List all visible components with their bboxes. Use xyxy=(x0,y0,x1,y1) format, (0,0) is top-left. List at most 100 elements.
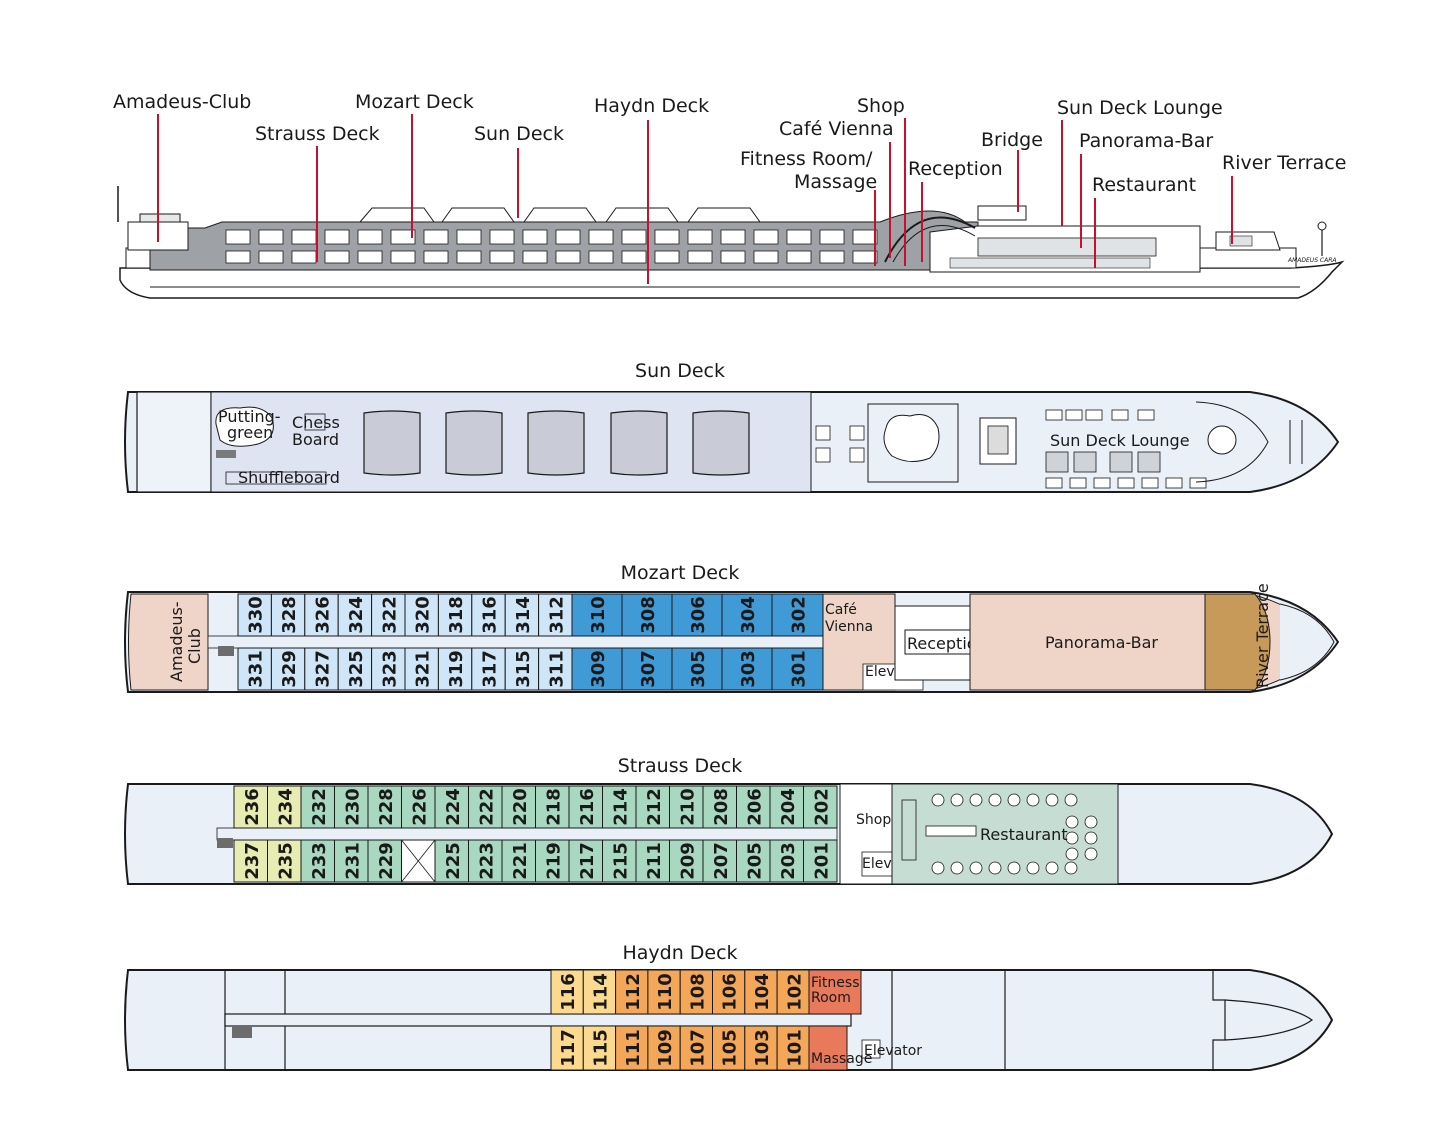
lounge-table xyxy=(1085,409,1103,421)
profile-window xyxy=(819,250,845,264)
cabin-224 xyxy=(434,785,469,829)
profile-window xyxy=(720,250,746,264)
lounge-table xyxy=(1111,409,1129,421)
cabin-232 xyxy=(300,785,335,829)
cabin-number: 236 xyxy=(242,788,263,826)
profile-window xyxy=(423,250,449,264)
lounge-table xyxy=(1165,477,1183,489)
restaurant-table xyxy=(1045,793,1059,807)
cabin-number: 116 xyxy=(558,973,579,1011)
cabin-number: 311 xyxy=(546,650,567,688)
sun-deck-lounge-label: Sun Deck Lounge xyxy=(1050,431,1190,450)
cabin-116 xyxy=(550,969,584,1015)
amadeus-club-label-1: Amadeus- xyxy=(167,601,186,682)
cabin-number: 329 xyxy=(279,650,300,688)
cabin-number: 205 xyxy=(744,842,765,880)
profile-window xyxy=(225,250,251,264)
cabin-number: 203 xyxy=(778,842,799,880)
cabin-number: 328 xyxy=(279,596,300,634)
lounge-table xyxy=(1117,477,1135,489)
cabin-324 xyxy=(337,593,373,637)
label-restaurant: Restaurant xyxy=(1092,174,1196,196)
elevator-label-haydn: Elevator xyxy=(864,1043,922,1059)
label-sun-deck: Sun Deck xyxy=(474,123,564,145)
lounge-seat xyxy=(1137,451,1161,473)
lounge-table xyxy=(1093,477,1111,489)
cabin-201 xyxy=(803,839,838,883)
cabin-number: 324 xyxy=(346,596,367,634)
putting-green-label-2: green xyxy=(227,423,273,442)
restaurant-label: Restaurant xyxy=(980,825,1068,844)
profile-window xyxy=(753,229,779,245)
label-shop: Shop xyxy=(857,95,905,117)
profile-window xyxy=(621,250,647,264)
cabin-305 xyxy=(671,647,723,691)
cabin-number: 212 xyxy=(644,788,665,826)
cabin-number: 315 xyxy=(513,650,534,688)
lounge-table xyxy=(1045,477,1063,489)
restaurant-table xyxy=(1045,861,1059,875)
cabin-number: 201 xyxy=(811,842,832,880)
cabin-231 xyxy=(334,839,369,883)
cabin-number: 235 xyxy=(275,842,296,880)
cabin-327 xyxy=(304,647,339,691)
haydn-deck-title: Haydn Deck xyxy=(622,942,737,964)
lounge-table xyxy=(1069,477,1087,489)
lounge-table xyxy=(1045,409,1063,421)
label-sun-deck-lounge: Sun Deck Lounge xyxy=(1057,97,1223,119)
cabin-number: 115 xyxy=(590,1029,611,1067)
panorama-bar-label: Panorama-Bar xyxy=(1045,633,1158,652)
cabin-326 xyxy=(304,593,339,637)
profile-window xyxy=(225,229,251,245)
profile-window xyxy=(720,229,746,245)
profile-window xyxy=(588,229,614,245)
cabin-number: 217 xyxy=(577,842,598,880)
cabin-104 xyxy=(744,969,778,1015)
restaurant-table xyxy=(931,793,945,807)
cabin-331 xyxy=(237,647,272,691)
cabin-number: 237 xyxy=(242,842,263,880)
cafe-vienna-label-1: Café xyxy=(825,602,857,618)
cabin-204 xyxy=(769,785,804,829)
cabin-315 xyxy=(504,647,540,691)
cabin-number: 312 xyxy=(546,596,567,634)
cabin-number: 317 xyxy=(480,650,501,688)
cabin-number: 214 xyxy=(610,788,631,826)
cabin-105 xyxy=(712,1025,746,1071)
cabin-number: 111 xyxy=(623,1029,644,1067)
lounge-seat xyxy=(1045,451,1069,473)
cabin-number: 110 xyxy=(655,973,676,1011)
profile-window xyxy=(489,229,515,245)
deck-table xyxy=(849,425,865,441)
cabin-number: 327 xyxy=(313,650,334,688)
cabin-221 xyxy=(501,839,536,883)
cabin-number: 218 xyxy=(543,788,564,826)
cabin-303 xyxy=(721,647,773,691)
cabin-318 xyxy=(437,593,473,637)
cabin-number: 216 xyxy=(577,788,598,826)
cabin-number: 114 xyxy=(590,973,611,1011)
restaurant-table xyxy=(1007,793,1021,807)
cabin-202 xyxy=(803,785,838,829)
cabin-number: 316 xyxy=(480,596,501,634)
cabin-308 xyxy=(621,593,673,637)
cabin-206 xyxy=(736,785,771,829)
restaurant-table xyxy=(1026,793,1040,807)
profile-window xyxy=(819,229,845,245)
sun-deck-title: Sun Deck xyxy=(635,360,725,382)
restaurant-table xyxy=(1065,831,1079,845)
cabin-302 xyxy=(771,593,824,637)
cabin-number: 210 xyxy=(677,788,698,826)
restaurant-table xyxy=(1084,847,1098,861)
massage-label: Massage xyxy=(811,1051,872,1067)
ship-profile: AMADEUS CARA Amadeus-Club Strauss Deck M… xyxy=(113,91,1346,299)
restaurant-table xyxy=(950,861,964,875)
cabin-number: 104 xyxy=(752,973,773,1011)
cabin-211 xyxy=(635,839,670,883)
cabin-number: 220 xyxy=(510,788,531,826)
cabin-number: 226 xyxy=(409,788,430,826)
cabin-209 xyxy=(669,839,704,883)
